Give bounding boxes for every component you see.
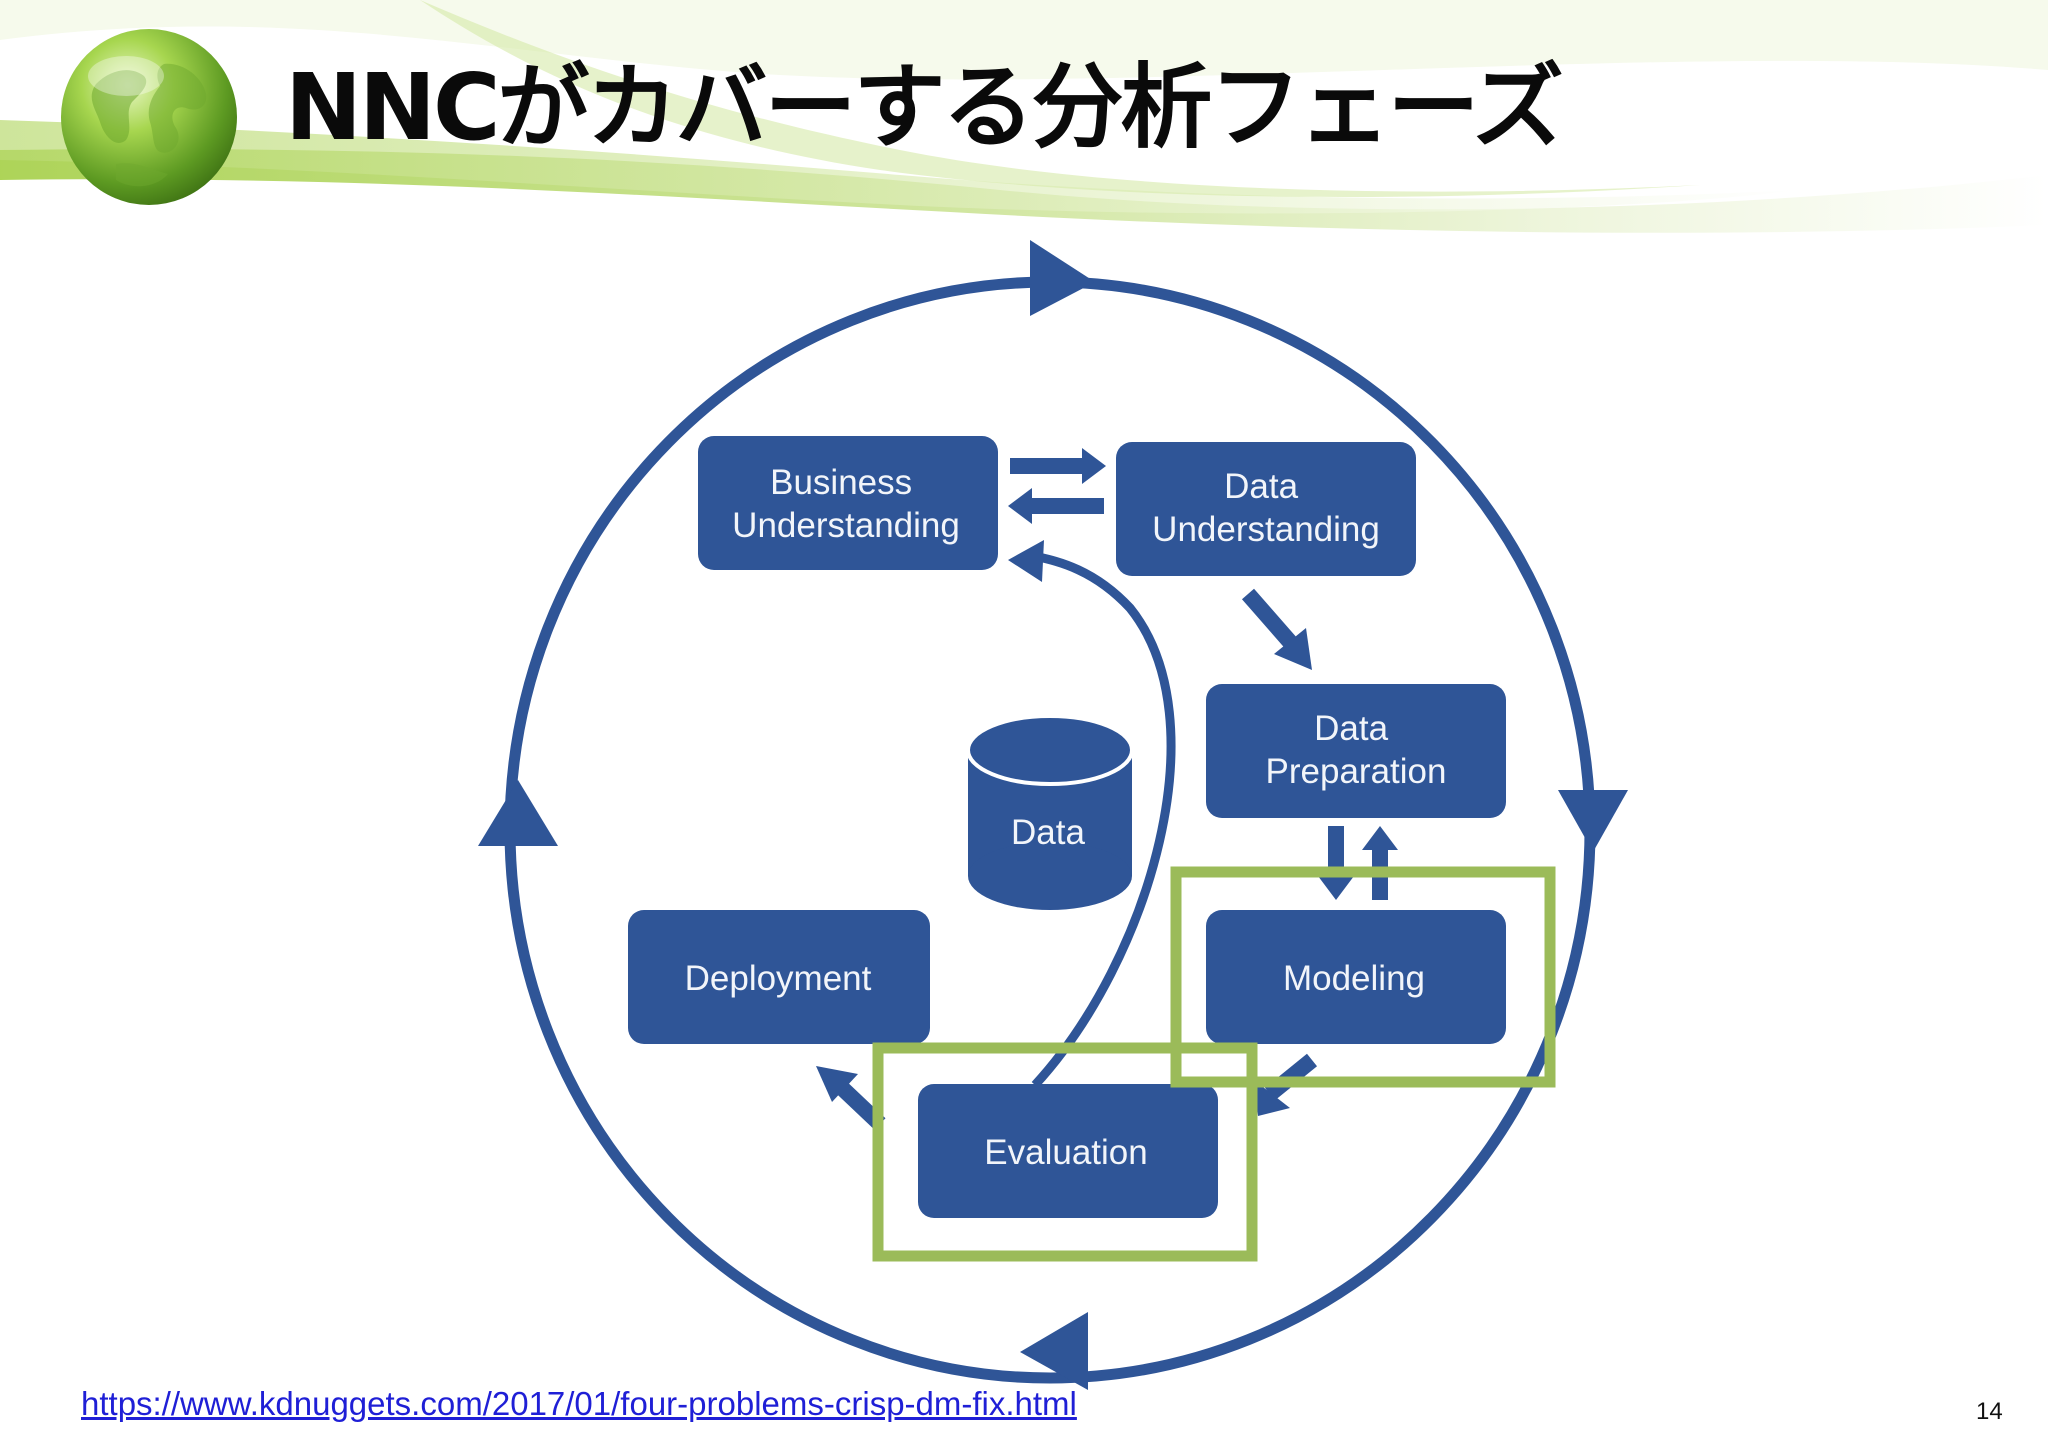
node-deployment-label: Deployment: [685, 959, 872, 998]
node-modeling: Modeling: [1206, 910, 1506, 1044]
cycle-arrow-top: [1030, 240, 1095, 316]
node-evaluation-label: Evaluation: [984, 1133, 1147, 1172]
du-to-dp-arrow-shaft: [1241, 588, 1297, 648]
bu-to-du-arrow-shaft: [1010, 458, 1082, 474]
node-deployment: Deployment: [628, 910, 930, 1044]
node-data-preparation-label: Data Preparation: [1266, 709, 1447, 791]
node-data-understanding: Data Understanding: [1116, 442, 1416, 576]
du-to-bu-arrowhead: [1008, 488, 1032, 524]
dp-to-mod-arrow-shaft: [1328, 826, 1344, 878]
highlight-modeling: [1170, 866, 1556, 1088]
dp-to-mod-arrowhead: [1318, 876, 1354, 900]
cycle-arrow-left: [478, 780, 558, 846]
bu-to-du-arrowhead: [1082, 448, 1106, 484]
feedback-curve-arrow: [1028, 550, 1176, 1089]
eval-to-deploy-arrowhead: [816, 1066, 858, 1102]
page-number: 14: [1976, 1398, 2003, 1425]
mod-to-eval-arrowhead: [1254, 1080, 1290, 1116]
cycle-arrow-bottom: [1020, 1312, 1088, 1390]
node-business-understanding: Business Understanding: [698, 436, 998, 570]
node-evaluation: Evaluation: [918, 1084, 1218, 1218]
data-store-label: Data: [1011, 813, 1085, 852]
node-modeling-label: Modeling: [1283, 959, 1425, 998]
du-to-bu-arrow-shaft: [1032, 498, 1104, 514]
node-business-understanding-label: Business Understanding: [732, 463, 960, 545]
mod-to-dp-arrowhead: [1362, 826, 1398, 850]
slide-title: NNCがカバーする分析フェーズ: [285, 54, 1564, 161]
highlight-evaluation: [872, 1042, 1258, 1262]
header-band: [0, 0, 2048, 233]
source-link[interactable]: https://www.kdnuggets.com/2017/01/four-p…: [81, 1385, 1077, 1422]
data-store-cylinder: Data: [966, 714, 1134, 910]
feedback-curve-arrowhead: [1008, 540, 1044, 582]
node-data-preparation: Data Preparation: [1206, 684, 1506, 818]
du-to-dp-arrowhead: [1274, 628, 1312, 670]
globe-icon: [61, 29, 237, 205]
node-data-understanding-label: Data Understanding: [1152, 467, 1380, 549]
cycle-arrow-right: [1558, 790, 1628, 852]
